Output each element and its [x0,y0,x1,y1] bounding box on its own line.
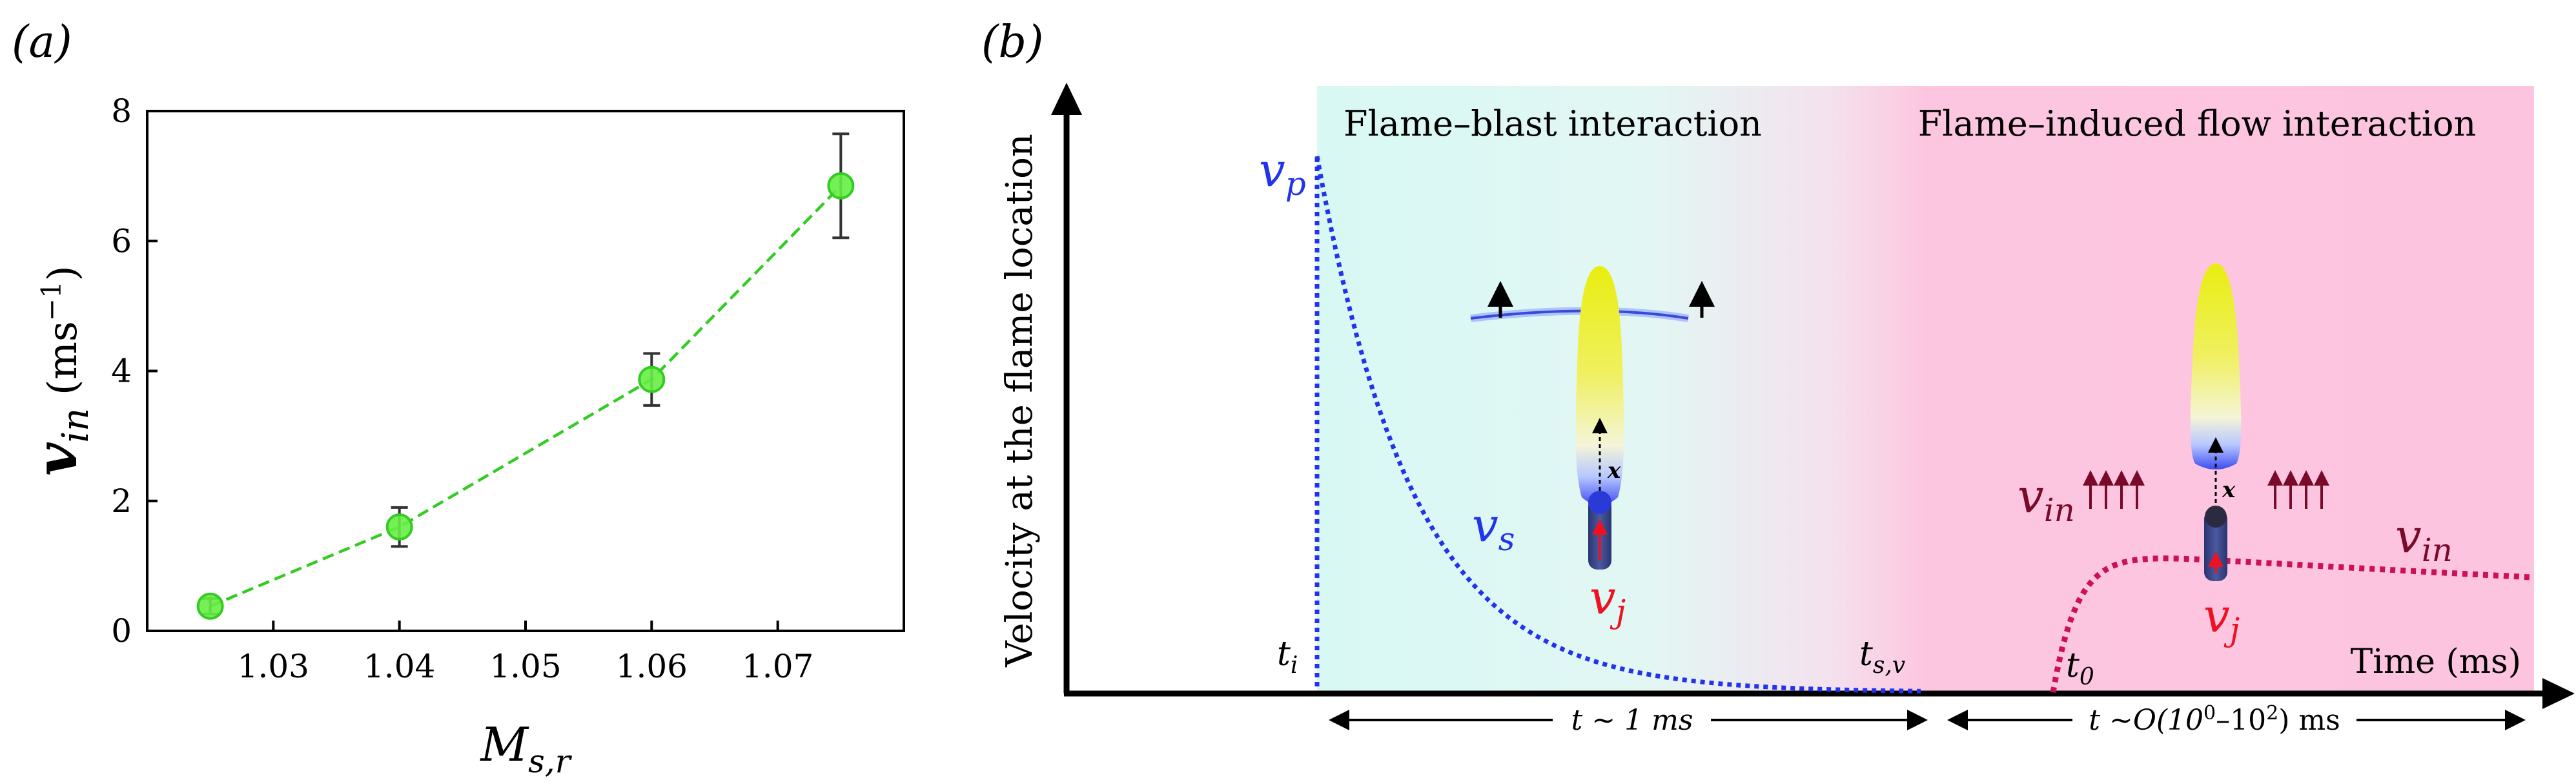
nozzle-2-tip [2205,506,2227,528]
y-label-unit-sup: −1 [36,281,67,321]
x-tick-label: 1.06 [616,648,688,685]
span1-label-bg [1553,706,1711,736]
blast-flame-illustration: x vj [1470,266,1715,630]
panel-b: (b) Velocity at the flame location Time … [981,17,2575,737]
x-tick-label: 1.05 [489,648,561,685]
flame-1 [1575,266,1624,506]
vin-left-label: vin [2018,469,2075,529]
data-point [827,172,855,200]
x-axis-ticks: 1.03 1.04 1.05 1.06 1.07 [238,621,813,685]
vp-label: vp [1259,143,1306,203]
x-tick-label: 1.03 [238,648,309,685]
span1-label: t ~ 1 ms [1571,704,1693,737]
vs-label: vs [1472,498,1515,558]
y-tick-label: 4 [111,353,132,390]
vin-flow-curve [2050,555,2533,693]
vs-decay-curve [1314,156,1921,694]
induced-flow-arrows [2083,470,2329,509]
panel-b-label: (b) [981,17,1044,68]
y-axis-arrowhead [1051,83,1082,115]
y-tick-label: 8 [111,92,132,130]
panel-a: (a) 0 2 4 6 8 1.03 1.04 1.05 1.06 1.07 vin (ms−1… [12,17,905,780]
data-point [196,592,224,620]
series-line [209,185,842,608]
y-tick-label: 0 [111,612,132,650]
ti-label: ti [1277,635,1298,679]
induced-flow-flame-illustration: x vj [2083,263,2329,648]
x-label-sub: s,r [528,743,573,780]
y-label-unit-open: (ms [39,321,86,408]
nozzle-1-tip [1588,491,1611,514]
y-axis-ticks: 0 2 4 6 8 [111,92,158,650]
region-right-title: Flame–induced flow interaction [1918,103,2477,144]
span2-label: t ~O(100–102) ms [2089,702,2340,737]
error-bars [201,132,850,615]
svg-text:vin (ms−1): vin (ms−1) [23,265,97,476]
x-tick-label: 1.07 [742,648,813,685]
y-label-main: v [23,442,90,476]
x-tick-label: 1.04 [363,648,435,685]
y-tick-label: 2 [111,482,132,520]
x-axis-label: Ms,r [479,717,572,780]
plot-area-frame [146,110,905,632]
data-point [638,365,666,393]
y-axis-label: vin (ms−1) [23,265,97,476]
y-axis-title: Velocity at the flame location [999,134,1041,668]
flame-2-x-label: x [2222,477,2236,503]
data-point [385,513,413,540]
flame-1-x-label: x [1607,458,1621,484]
vj2-label: vj [2203,588,2240,648]
region-left-title: Flame–blast interaction [1344,103,1762,144]
x-label-main: M [479,717,529,772]
span2-label-bg [2072,704,2356,736]
flame-2 [2190,263,2242,469]
tsv-label: ts,v [1859,635,1905,679]
x-axis-arrowhead [2542,678,2575,709]
panel-a-label: (a) [12,17,72,68]
regime-background [1317,86,2534,693]
x-axis-title: Time (ms) [2351,643,2522,681]
vj-label: vj [1590,570,1626,630]
y-tick-label: 6 [111,222,132,260]
y-label-unit-close: ) [39,265,86,281]
t0-label: t0 [2066,646,2094,690]
y-label-sub: in [55,408,97,443]
data-points [196,172,855,620]
vin-right-label: vin [2395,509,2453,569]
